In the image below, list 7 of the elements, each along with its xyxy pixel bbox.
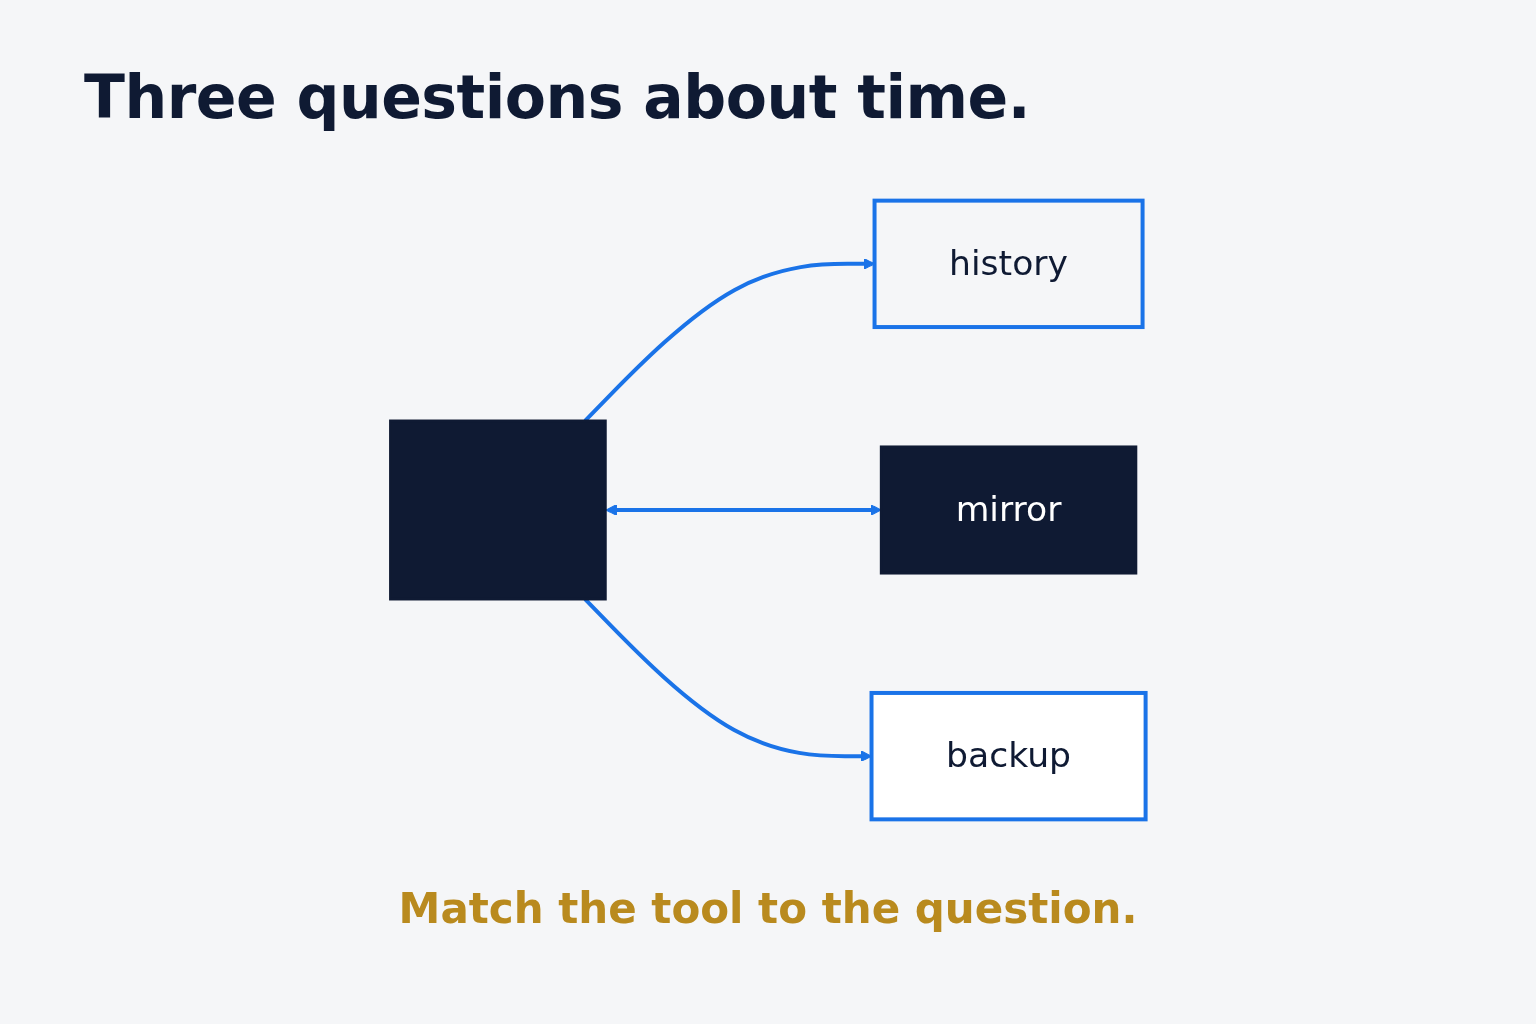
arrow [605,504,882,516]
node-box: mirror [879,445,1138,575]
node-box [389,419,607,601]
title: Three questions about time. [84,62,1031,132]
caption: Match the tool to the question. [397,884,1139,933]
node-box: backup [869,690,1148,822]
node-box: history [872,198,1145,330]
